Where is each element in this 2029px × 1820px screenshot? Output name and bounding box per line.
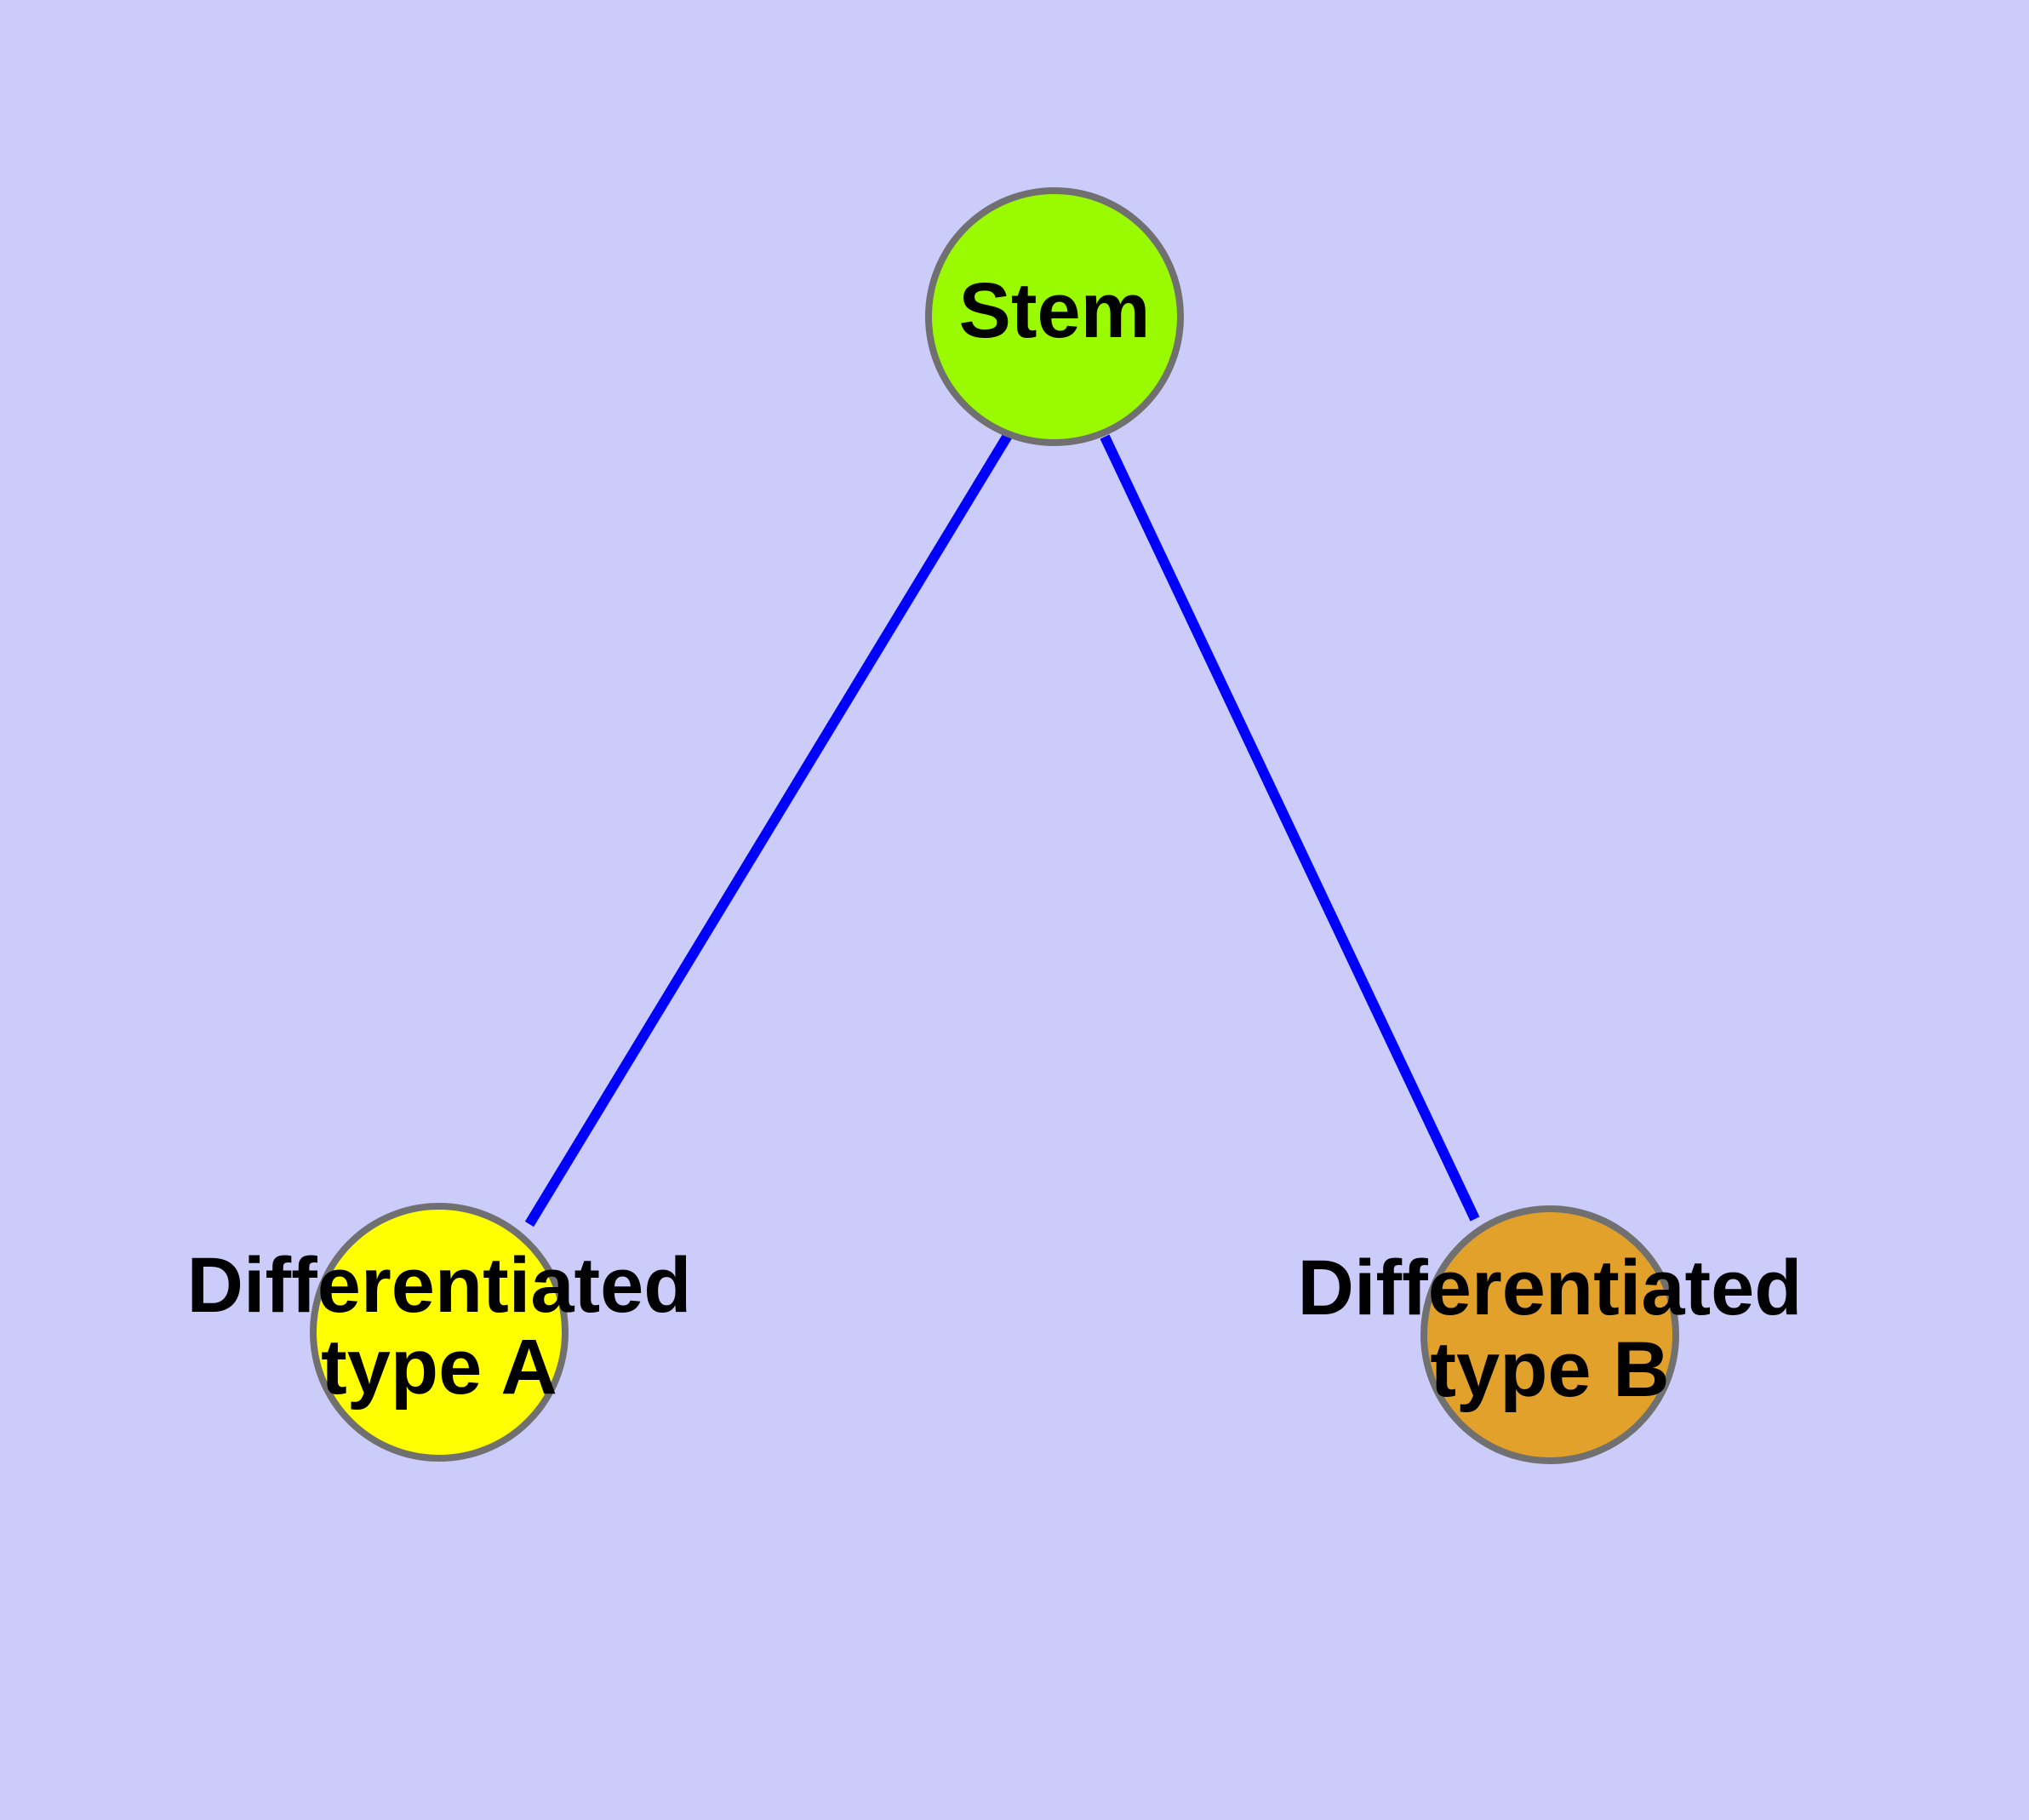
node-label-line: Stem [959, 267, 1151, 354]
node-label-line: Differentiated [1298, 1245, 1803, 1331]
node-circle-diff-type-b[interactable] [1420, 1205, 1679, 1464]
node-label-line: type B [1430, 1326, 1669, 1413]
node-label-line: Differentiated [187, 1242, 692, 1329]
graph-edge[interactable] [1100, 434, 1480, 1222]
node-circle-diff-type-a[interactable] [310, 1203, 569, 1462]
node-label-stem: Stem [959, 267, 1151, 354]
node-label-line: type A [321, 1324, 557, 1411]
node-circle-stem[interactable] [925, 187, 1184, 446]
edges-layer [524, 431, 1480, 1228]
graph-edge[interactable] [524, 431, 1014, 1228]
graph-node-stem[interactable]: Stem [925, 187, 1184, 446]
